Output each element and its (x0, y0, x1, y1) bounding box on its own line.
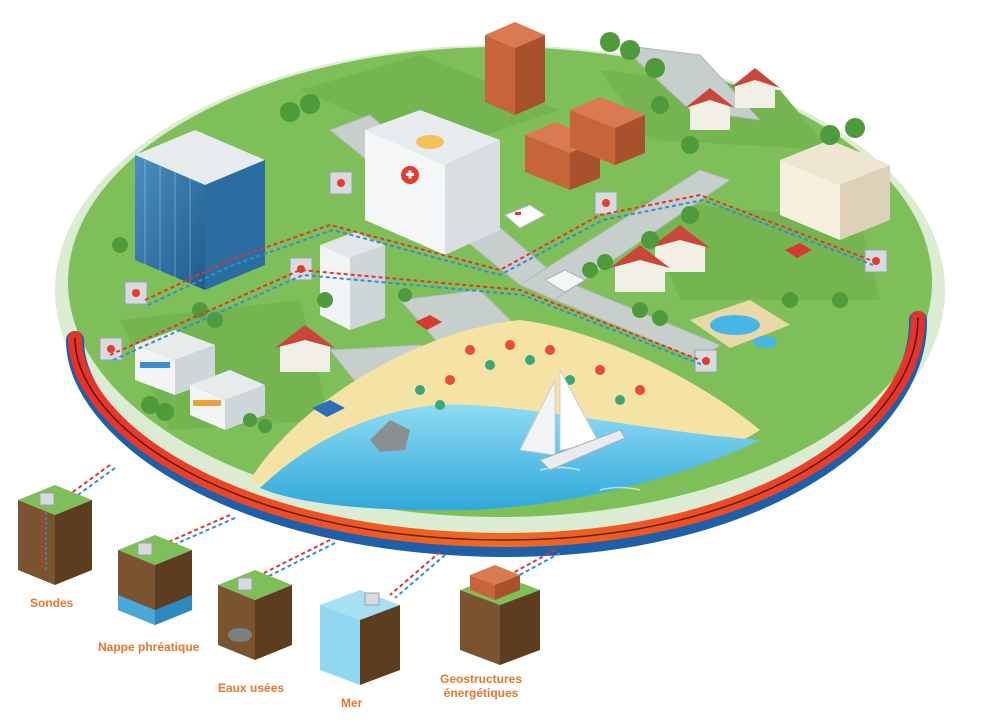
ambulance-icon (504, 204, 546, 229)
apartment-icon (570, 97, 645, 165)
office-tower-icon (135, 130, 265, 290)
house-icon (685, 88, 735, 130)
heat-loop (66, 311, 928, 558)
apartment-icon (485, 22, 545, 115)
beach-umbrella-icon (415, 340, 645, 410)
house-icon (275, 325, 335, 372)
source-label-geostructures: Geostructures énergétiques (440, 672, 523, 700)
apartment-icon (320, 232, 385, 330)
wastewater-pipe-icon (218, 570, 292, 660)
hospital-icon (365, 110, 500, 255)
house-icon (730, 68, 780, 108)
car-icon (415, 315, 442, 330)
source-label-mer: Mer (341, 696, 363, 710)
sea-water-icon (320, 590, 400, 685)
borehole-probe-icon (18, 485, 92, 585)
car-icon (312, 400, 345, 417)
network-lines (109, 193, 874, 366)
sailboat-icon (519, 369, 626, 471)
tree-icon (112, 32, 865, 433)
townhall-icon (780, 140, 890, 240)
source-label-nappe-phreatique: Nappe phréatique (98, 640, 200, 654)
car-icon (785, 243, 812, 258)
source-label-sondes: Sondes (30, 596, 74, 610)
energy-geostructure-icon (460, 565, 540, 665)
house-icon (650, 225, 710, 272)
house-icon (610, 245, 670, 292)
rock-icon (370, 420, 410, 452)
pool-icon (690, 300, 790, 348)
van-icon (543, 269, 587, 293)
source-label-eaux-usees: Eaux usées (218, 681, 285, 695)
groundwater-icon (118, 535, 192, 625)
